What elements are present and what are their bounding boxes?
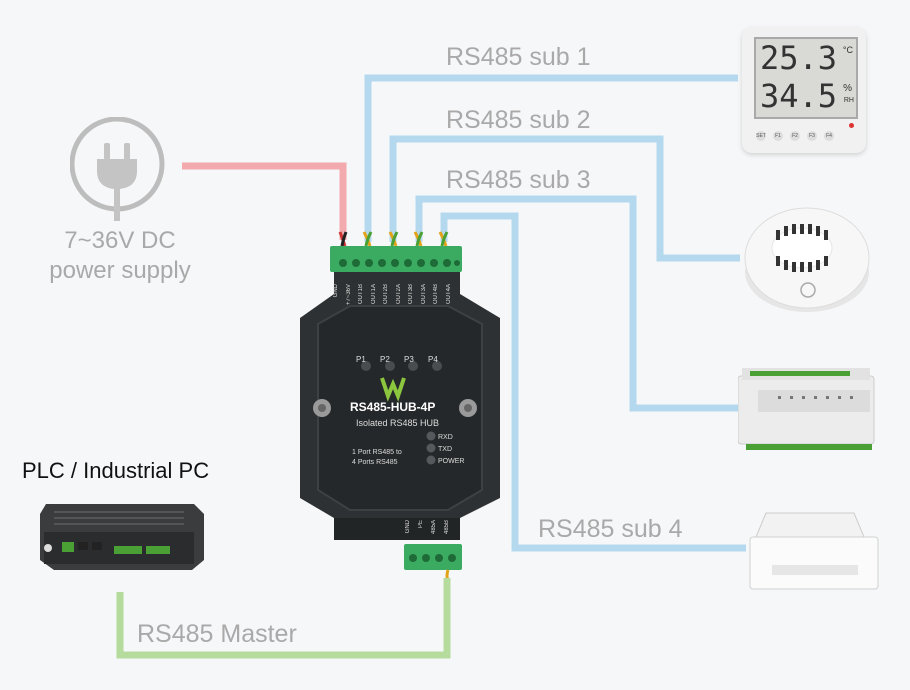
rs485-hub-device bbox=[300, 231, 500, 578]
led-txd: TXD bbox=[438, 446, 452, 453]
top-terminal-4: OUT2B bbox=[383, 284, 389, 305]
bottom-terminal-labels: GND PE 485A 485B bbox=[405, 520, 465, 540]
sub4-line bbox=[440, 212, 746, 552]
thermo-hum-sub: RH bbox=[843, 97, 854, 104]
master-line bbox=[116, 578, 451, 659]
top-terminal-1: +7~36V bbox=[345, 284, 352, 306]
bottom-terminal-2: 485A bbox=[431, 520, 437, 535]
plc-label: PLC / Industrial PC bbox=[22, 458, 210, 483]
top-terminal-2: OUT1B bbox=[358, 284, 364, 305]
thermo-buttons: SET F1 F2 F3 F4 bbox=[756, 131, 834, 141]
master-label: RS485 Master bbox=[137, 620, 297, 648]
hub-desc-line2: 4 Ports RS485 bbox=[352, 459, 398, 466]
thermo-button-f4: F4 bbox=[824, 131, 834, 141]
thermo-temp-unit: °C bbox=[842, 45, 853, 55]
bottom-terminal-1: PE bbox=[418, 520, 424, 529]
port-p2: P2 bbox=[380, 355, 390, 364]
sub4-label: RS485 sub 4 bbox=[538, 515, 683, 543]
hub-desc-line1: 1 Port RS485 to bbox=[352, 449, 402, 456]
top-terminal-7: OUT3A bbox=[420, 284, 427, 305]
relay-module-icon bbox=[738, 368, 875, 450]
power-line bbox=[182, 162, 347, 240]
power-line2: power supply bbox=[49, 257, 191, 284]
sub1-line bbox=[364, 74, 738, 242]
top-terminal-0: GND bbox=[333, 284, 339, 298]
power-supply-label: 7~36V DC power supply bbox=[40, 226, 200, 286]
hub-led-labels: RXD TXD POWER bbox=[438, 432, 464, 468]
sub1-label: RS485 sub 1 bbox=[446, 43, 591, 71]
power-line1: 7~36V DC bbox=[64, 227, 176, 254]
top-terminal-labels: GND +7~36V OUT1B OUT1A OUT2B OUT2A OUT3B OUT3A O… bbox=[333, 284, 463, 314]
thermo-humidity: 34.5 bbox=[760, 77, 838, 115]
thermo-display: 25.3 °C 34.5 % RH bbox=[754, 37, 858, 119]
port-p3: P3 bbox=[404, 355, 414, 364]
bottom-terminal-3: 485B bbox=[444, 520, 450, 535]
hub-description: 1 Port RS485 to 4 Ports RS485 bbox=[352, 448, 402, 468]
sub2-line bbox=[389, 135, 740, 262]
thermo-button-set: SET bbox=[756, 131, 766, 141]
hub-model: RS485-HUB-4P bbox=[350, 400, 436, 414]
thermo-button-f3: F3 bbox=[807, 131, 817, 141]
bottom-terminal-0: GND bbox=[405, 520, 411, 534]
printer-icon bbox=[749, 512, 879, 590]
sub2-label: RS485 sub 2 bbox=[446, 106, 591, 134]
port-p4: P4 bbox=[428, 355, 438, 364]
sub3-line bbox=[415, 195, 738, 412]
hub-port-labels: P1 P2 P3 P4 bbox=[356, 355, 456, 365]
smoke-detector-icon bbox=[744, 207, 870, 312]
top-terminal-5: OUT2A bbox=[395, 284, 402, 305]
industrial-pc-icon bbox=[40, 504, 204, 570]
top-terminal-6: OUT3B bbox=[408, 284, 414, 305]
led-rxd: RXD bbox=[438, 434, 453, 441]
top-terminal-8: OUT4B bbox=[433, 284, 439, 305]
power-plug-icon bbox=[70, 117, 165, 221]
hub-subtitle: Isolated RS485 HUB bbox=[356, 418, 440, 428]
port-p1: P1 bbox=[356, 355, 366, 364]
top-terminal-3: OUT1A bbox=[370, 284, 377, 305]
thermo-led-icon bbox=[849, 123, 854, 128]
thermo-hygrometer-device: 25.3 °C 34.5 % RH SET F1 F2 F3 F4 bbox=[742, 27, 866, 153]
thermo-temp: 25.3 bbox=[760, 39, 838, 77]
thermo-hum-unit: % bbox=[843, 83, 852, 94]
sub3-label: RS485 sub 3 bbox=[446, 166, 591, 194]
top-terminal-9: OUT4A bbox=[445, 284, 452, 305]
led-power: POWER bbox=[438, 458, 465, 465]
thermo-button-f2: F2 bbox=[790, 131, 800, 141]
thermo-button-f1: F1 bbox=[773, 131, 783, 141]
